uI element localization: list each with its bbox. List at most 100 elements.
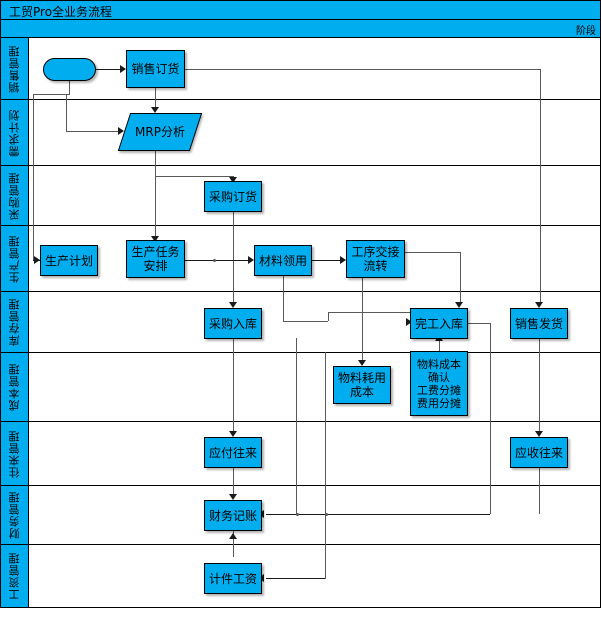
connector-arrowhead <box>248 256 254 264</box>
swimlane-payroll: 工资管理 <box>0 545 601 608</box>
connector-segment <box>33 94 70 95</box>
connector-arrowhead <box>229 533 237 539</box>
connector-segment <box>66 94 67 131</box>
connector-segment <box>325 352 326 578</box>
node-purchase-order[interactable]: 采购订货 <box>204 181 262 212</box>
connector-arrowhead <box>406 318 412 326</box>
node-mrp[interactable]: MRP分析 <box>117 113 203 151</box>
swimlane-body-purchase <box>29 166 600 225</box>
swimlane-header-finance: 财务管理 <box>1 486 29 544</box>
connector-segment <box>325 578 326 579</box>
connector-segment <box>233 212 234 302</box>
connector-segment <box>155 176 233 177</box>
swimlane-header-production: 生产管理 <box>1 226 29 291</box>
swimlane-label-ar_ap: 往来管理 <box>7 429 21 478</box>
swimlane-cost: 成本管理 <box>0 353 601 422</box>
connector-segment <box>540 69 541 302</box>
node-finish-in[interactable]: 完工入库 <box>410 308 468 339</box>
node-receivable[interactable]: 应收往来 <box>510 437 568 468</box>
connector-segment <box>460 252 461 302</box>
node-label-cost-confirm: 物料成本确认工费分摊费用分摊 <box>417 357 461 410</box>
node-label-receivable: 应收往来 <box>514 445 563 460</box>
swimlane-finance: 财务管理 <box>0 486 601 545</box>
swimlane-label-inventory: 库存管理 <box>7 298 21 346</box>
node-start[interactable] <box>43 58 96 81</box>
node-label-piece-wage: 计件工资 <box>208 571 257 586</box>
connector-segment <box>155 151 156 176</box>
connector-segment <box>283 321 328 322</box>
connector-segment <box>328 312 410 313</box>
connector-segment <box>296 352 297 514</box>
node-prod-plan[interactable]: 生产计划 <box>40 245 98 276</box>
swimlane-purchase: 采购管理 <box>0 166 601 226</box>
node-material-cost[interactable]: 物料耗用成本 <box>333 366 391 404</box>
connector-segment <box>266 514 490 515</box>
connector-arrowhead <box>340 256 346 264</box>
swimlane-header-cost: 成本管理 <box>1 353 29 421</box>
node-label-sales-ship: 销售发货 <box>514 316 563 331</box>
connector-arrowhead <box>229 177 237 183</box>
swimlane-header-demand: 需求计划 <box>1 100 29 165</box>
node-label-purchase-in: 采购入库 <box>208 316 257 331</box>
connector-segment <box>96 69 120 70</box>
node-material-issue[interactable]: 材料领用 <box>254 245 312 276</box>
node-label-prod-plan: 生产计划 <box>44 253 93 268</box>
node-label-purchase-order: 采购订货 <box>208 189 257 204</box>
swimlane-label-production: 生产管理 <box>7 234 21 283</box>
connector-segment <box>233 468 234 494</box>
connector-segment <box>155 88 156 107</box>
node-cost-confirm[interactable]: 物料成本确认工费分摊费用分摊 <box>410 351 468 416</box>
connector-junction <box>213 259 216 262</box>
swimlane-header-inventory: 库存管理 <box>1 292 29 352</box>
connector-segment <box>405 252 460 253</box>
page-title: 工贸Pro全业务流程 <box>9 5 113 19</box>
connector-segment <box>155 176 156 240</box>
swimlane-label-finance: 财务管理 <box>7 491 21 539</box>
swimlane-body-finance <box>29 486 600 544</box>
phase-label: 阶段 <box>576 26 596 37</box>
connector-arrowhead <box>535 302 543 308</box>
swimlane-header-ar_ap: 往来管理 <box>1 422 29 485</box>
connector-segment <box>185 69 540 70</box>
node-piece-wage[interactable]: 计件工资 <box>204 563 262 594</box>
connector-arrowhead <box>34 256 40 264</box>
swimlane-body-payroll <box>29 545 600 607</box>
node-label-mrp: MRP分析 <box>135 125 185 139</box>
connector-arrowhead <box>229 431 237 437</box>
connector-arrowhead <box>151 236 159 242</box>
node-process-transfer[interactable]: 工序交接流转 <box>346 240 405 278</box>
connector-segment <box>69 81 70 94</box>
diagram-title-bar: 工贸Pro全业务流程 <box>0 0 601 20</box>
connector-arrowhead <box>151 107 159 113</box>
swimlane-demand: 需求计划 <box>0 100 601 166</box>
node-purchase-in[interactable]: 采购入库 <box>204 308 262 339</box>
node-sales-order[interactable]: 销售订货 <box>126 50 185 88</box>
connector-segment <box>328 312 329 321</box>
swimlane-production: 生产管理 <box>0 226 601 292</box>
connector-arrowhead <box>535 431 543 437</box>
swimlane-label-payroll: 工资管理 <box>7 552 21 600</box>
node-prod-task[interactable]: 生产任务安排 <box>126 240 185 278</box>
swimlane-header-payroll: 工资管理 <box>1 545 29 607</box>
swimlane-body-demand <box>29 100 600 165</box>
node-label-prod-task: 生产任务安排 <box>131 245 180 273</box>
node-label-finish-in: 完工入库 <box>414 316 463 331</box>
swimlane-body-cost <box>29 353 600 421</box>
swimlane-header-sales: 销售管理 <box>1 38 29 99</box>
connector-segment <box>266 578 325 579</box>
connector-segment <box>283 276 284 321</box>
node-sales-ship[interactable]: 销售发货 <box>510 308 568 339</box>
connector-segment <box>296 338 297 352</box>
connector-segment <box>439 339 440 351</box>
connector-segment <box>66 131 118 132</box>
node-fin-booking[interactable]: 财务记账 <box>204 500 262 531</box>
connector-segment <box>490 323 491 514</box>
connector-arrowhead <box>455 302 463 308</box>
node-label-material-issue: 材料领用 <box>258 253 307 268</box>
connector-segment <box>312 260 340 261</box>
node-label-process-transfer: 工序交接流转 <box>351 245 400 273</box>
swimlane-body-ar_ap <box>29 422 600 485</box>
connector-junction <box>296 513 299 516</box>
node-payable[interactable]: 应付往来 <box>204 437 262 468</box>
